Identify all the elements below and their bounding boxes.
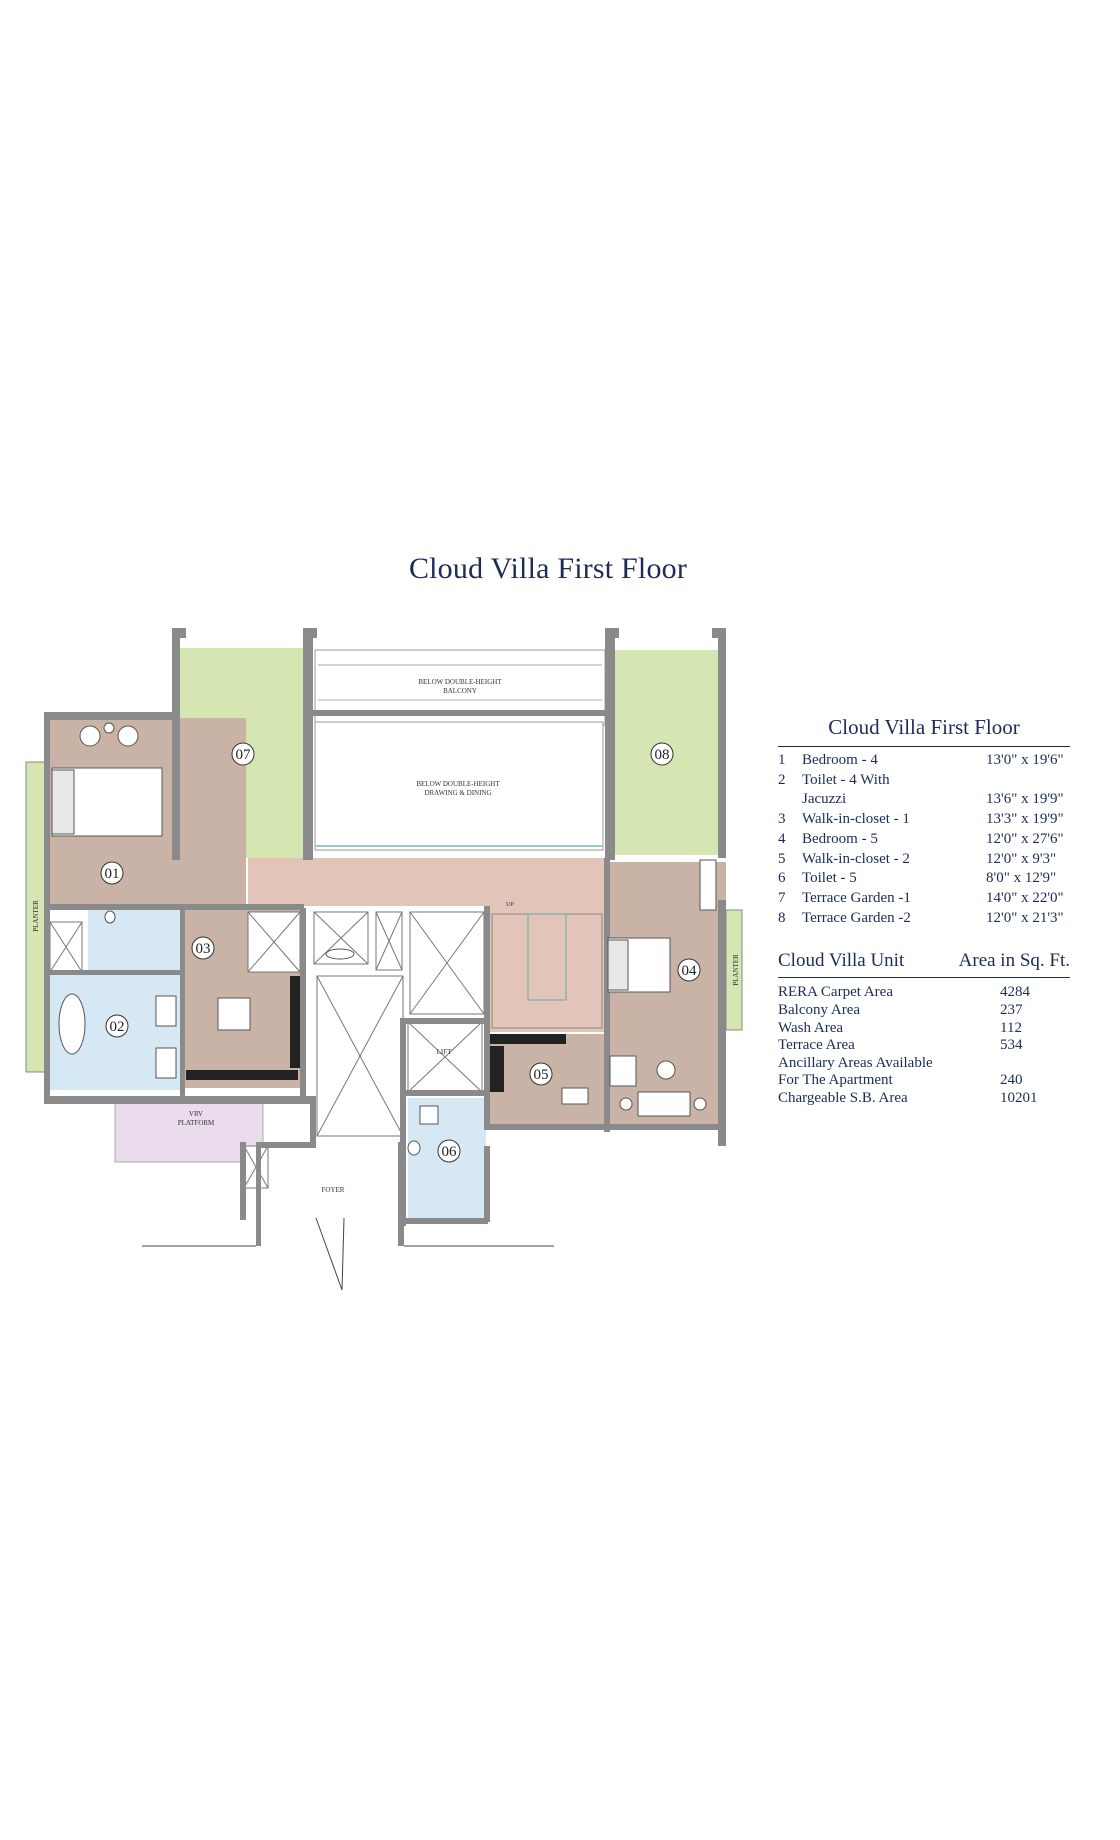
area-name: Balcony Area (778, 1001, 861, 1018)
room-name: Toilet - 4 With (802, 771, 890, 788)
area-value (1000, 1055, 1070, 1073)
room-number: 5 (778, 850, 786, 867)
area-value: 10201 (1000, 1089, 1038, 1106)
room-number-08: 08 (655, 747, 670, 763)
entry-lines (142, 1217, 554, 1291)
room-name: Bedroom - 4 (802, 752, 878, 768)
room-number: 8 (778, 909, 786, 926)
label-lift: LIFT (437, 1048, 453, 1056)
room-row: 7 Terrace Garden -1 14'0" x 22'0" (778, 889, 1070, 909)
room-dimension: 14'0" x 22'0" (986, 889, 1064, 906)
walls (44, 628, 726, 1246)
room-number: 1 (778, 752, 786, 768)
room-dimension: 8'0" x 12'9" (986, 870, 1057, 887)
room-number-05: 05 (534, 1067, 549, 1083)
room-number: 3 (778, 811, 786, 828)
room-name: Jacuzzi (802, 791, 847, 808)
area-row: Balcony Area 237 (778, 1002, 1070, 1020)
passage (248, 858, 606, 906)
unit-header-right: Area in Sq. Ft. (958, 950, 1070, 972)
drawing-dining-void (314, 721, 604, 851)
toilet-4-wc (88, 910, 180, 972)
room-dimension: 13'6" x 19'9" (986, 791, 1064, 808)
room-number-02: 02 (110, 1019, 125, 1035)
room-dimension: 12'0" x 21'3" (986, 909, 1064, 926)
unit-header: Cloud Villa Unit Area in Sq. Ft. (778, 950, 1070, 979)
room-row: 3 Walk-in-closet - 1 13'3" x 19'9" (778, 810, 1070, 830)
room-number-markers (100, 742, 701, 1163)
shafts (49, 911, 485, 1189)
room-name: Bedroom - 5 (802, 830, 878, 847)
area-row: For The Apartment 240 (778, 1072, 1070, 1090)
room-list: 1 Bedroom - 4 13'0" x 19'6" 2 Toilet - 4 Wit… (778, 751, 1070, 928)
room-row: 1 Bedroom - 4 13'0" x 19'6" (778, 751, 1070, 771)
legend-panel: Cloud Villa First Floor 1 Bedroom - 4 13'0… (778, 715, 1070, 1107)
area-name: RERA Carpet Area (778, 984, 893, 1001)
page-title: Cloud Villa First Floor (408, 552, 688, 585)
staircase (491, 913, 603, 1029)
bedroom-4-ext (178, 858, 246, 905)
room-dimension: 12'0" x 9'3" (986, 850, 1057, 867)
area-value: 4284 (1000, 984, 1030, 1001)
room-number: 6 (778, 870, 786, 887)
room-number: 2 (778, 771, 786, 788)
room-dimension: 13'0" x 19'6" (986, 752, 1064, 768)
room-name: Walk-in-closet - 1 (802, 811, 910, 828)
label-planter-left: PLANTER (32, 900, 40, 932)
label-up: UP (506, 902, 514, 908)
unit-header-left: Cloud Villa Unit (778, 950, 905, 972)
area-row: Terrace Area 534 (778, 1037, 1070, 1055)
area-value: 112 (1000, 1019, 1022, 1036)
label-planter-right: PLANTER (732, 954, 740, 986)
wardrobes (186, 976, 566, 1092)
room-number: 4 (778, 830, 786, 847)
area-name: Terrace Area (778, 1037, 855, 1054)
room-dimension (986, 771, 1070, 791)
room-dimension: 12'0" x 27'6" (986, 830, 1064, 847)
balcony-railing (318, 664, 602, 701)
room-number-01: 01 (105, 866, 120, 882)
room-number-04: 04 (682, 963, 698, 979)
stair-landing (488, 906, 606, 1032)
room-number-03: 03 (196, 941, 211, 957)
room-row: 5 Walk-in-closet - 2 12'0" x 9'3" (778, 850, 1070, 870)
area-row: Chargeable S.B. Area 10201 (778, 1090, 1070, 1108)
area-row: Wash Area 112 (778, 1020, 1070, 1038)
label-foyer: FOYER (322, 1186, 345, 1194)
furniture (51, 722, 717, 1156)
area-value: 237 (1000, 1001, 1023, 1018)
room-row: 8 Terrace Garden -2 12'0" x 21'3" (778, 909, 1070, 929)
area-row: Ancillary Areas Available (778, 1055, 1070, 1073)
room-name: Toilet - 5 (802, 870, 857, 887)
room-number (778, 790, 802, 810)
room-dimension: 13'3" x 19'9" (986, 811, 1064, 828)
room-name: Walk-in-closet - 2 (802, 850, 910, 867)
room-number: 7 (778, 889, 786, 906)
room-name: Terrace Garden -2 (802, 909, 911, 926)
area-row: RERA Carpet Area 4284 (778, 984, 1070, 1002)
area-name: Ancillary Areas Available (778, 1054, 933, 1071)
area-name: Wash Area (778, 1019, 844, 1036)
legend-title: Cloud Villa First Floor (778, 715, 1070, 747)
room-row: 2 Toilet - 4 With (778, 771, 1070, 791)
area-name: For The Apartment (778, 1072, 893, 1089)
room-name: Terrace Garden -1 (802, 889, 911, 906)
area-value: 534 (1000, 1037, 1023, 1054)
room-number-07: 07 (236, 747, 252, 763)
room-row: Jacuzzi 13'6" x 19'9" (778, 790, 1070, 810)
area-name: Chargeable S.B. Area (778, 1089, 908, 1106)
room-row: 4 Bedroom - 5 12'0" x 27'6" (778, 830, 1070, 850)
area-value: 240 (1000, 1072, 1023, 1089)
room-row: 6 Toilet - 5 8'0" x 12'9" (778, 869, 1070, 889)
vrv-platform (114, 1099, 264, 1163)
room-number-06: 06 (442, 1144, 458, 1160)
